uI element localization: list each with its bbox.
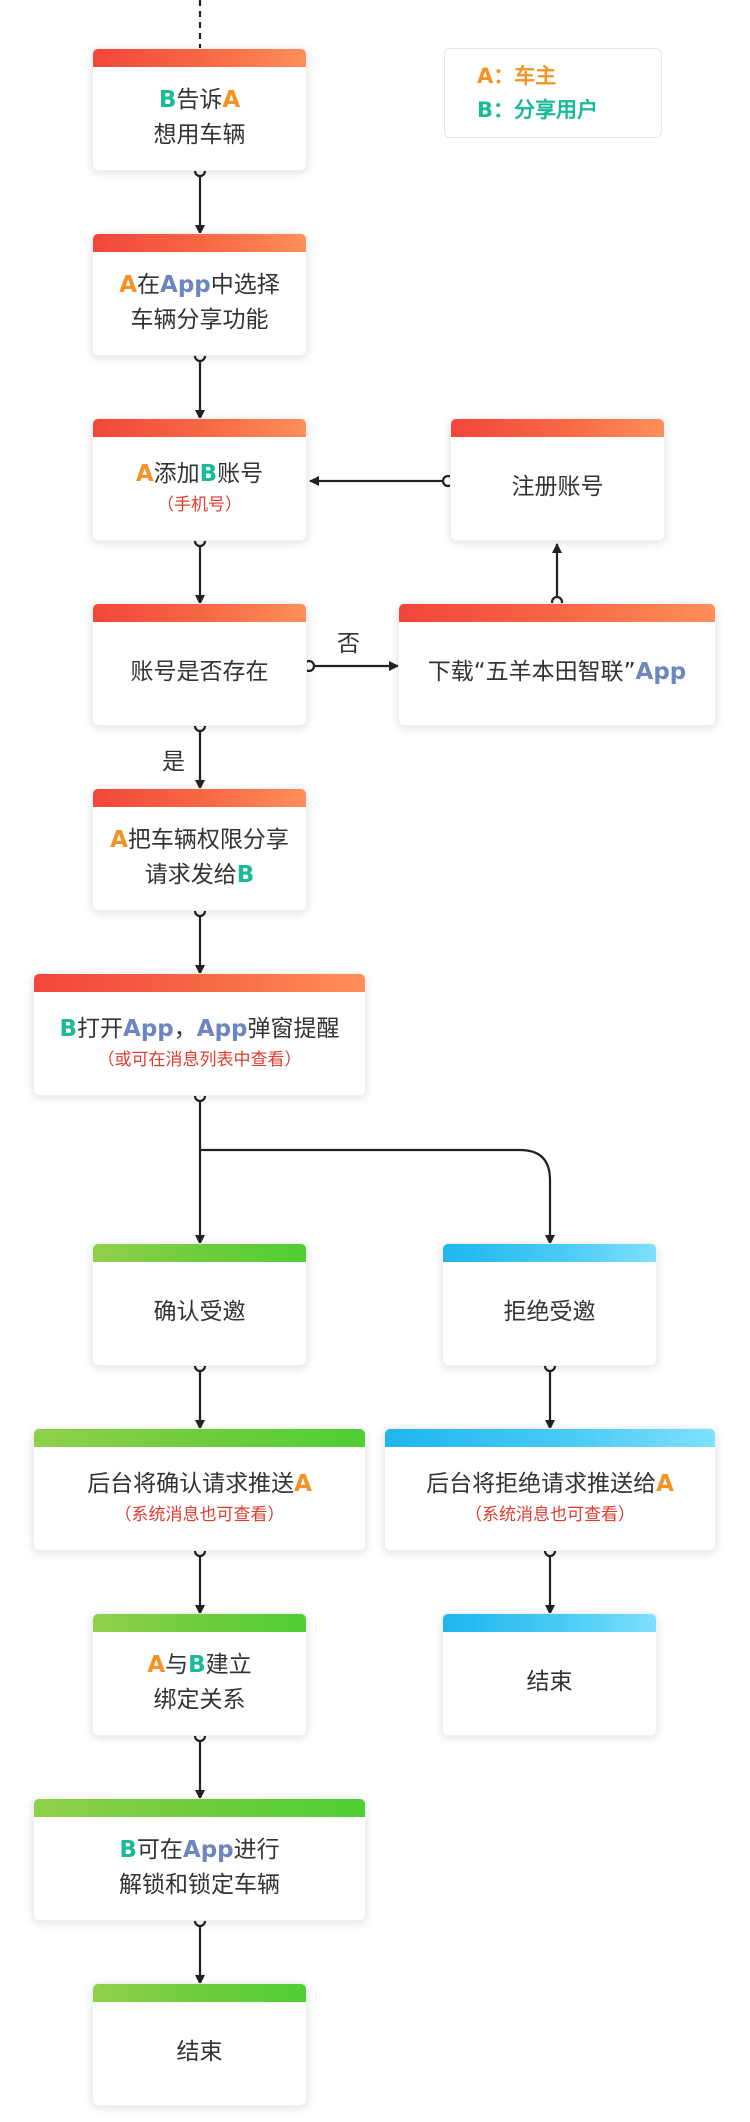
edge-label-no: 否 [337,631,360,657]
node-b-tell-a: B告诉A 想用车辆 [92,48,307,171]
label-a: A [147,1651,166,1678]
label-a: A [135,461,154,487]
node-b-can-lock-line2: 解锁和锁定车辆 [119,1871,280,1898]
legend-box: A：车主 B：分享用户 [444,48,662,138]
label-app: App [635,659,687,685]
edge-label-yes: 是 [162,749,185,775]
node-account-exists: 账号是否存在 [92,603,307,726]
node-register-text: 注册账号 [511,474,604,500]
node-register: 注册账号 [450,418,665,541]
text: 添加 [153,461,200,487]
text: ， [173,1016,197,1042]
node-a-add-b-note: （手机号） [157,495,242,515]
node-push-reject-line1: 后台将拒绝请求推送给A [426,1467,674,1502]
label-b: B [158,86,177,113]
node-b-can-lock-line1: B可在App进行 [119,1833,280,1868]
legend-a: A：车主 [477,64,557,88]
label-b: B [188,1651,206,1678]
node-b-open-app-note: （或可在消息列表中查看） [97,1050,302,1070]
arrow-open-to-reject [200,1148,555,1245]
text: 建立 [205,1651,252,1678]
text: 下载“五羊本田智联” [427,659,636,685]
node-a-send-request-line1: A把车辆权限分享 [110,823,289,858]
text: 后台将确认请求推送 [87,1471,295,1497]
text: 与 [165,1651,189,1678]
node-end: 结束 [92,1983,307,2106]
label-b: B [119,1836,137,1863]
node-push-reject-note: （系统消息也可查看） [465,1505,635,1525]
node-bind-line2: 绑定关系 [153,1686,246,1713]
node-a-add-b: A添加B账号 （手机号） [92,418,307,541]
node-end-text: 结束 [176,2039,223,2065]
node-bind-line1: A与B建立 [147,1648,251,1683]
label-a: A [656,1471,674,1497]
text: 弹窗提醒 [247,1016,340,1042]
label-app: App [123,1016,174,1042]
node-push-confirm-line1: 后台将确认请求推送A [87,1467,312,1502]
node-a-select-share-line2: 车辆分享功能 [130,306,269,333]
text: 账号 [217,461,264,487]
node-a-add-b-line1: A添加B账号 [136,457,263,492]
label-b: B [199,461,218,487]
node-a-select-share: A在App中选择 车辆分享功能 [92,233,307,356]
text: 后台将拒绝请求推送给 [426,1471,657,1497]
node-confirm: 确认受邀 [92,1243,307,1366]
node-end-reject: 结束 [442,1613,657,1736]
text: 请求发给 [144,861,237,888]
label-a: A [222,86,241,113]
node-confirm-text: 确认受邀 [153,1299,246,1325]
node-push-reject: 后台将拒绝请求推送给A （系统消息也可查看） [384,1428,716,1551]
node-push-confirm: 后台将确认请求推送A （系统消息也可查看） [33,1428,366,1551]
text: 中选择 [210,271,280,298]
label-b: B [59,1016,78,1042]
node-reject: 拒绝受邀 [442,1243,657,1366]
legend-b: B：分享用户 [477,98,599,122]
text: 进行 [233,1836,280,1863]
label-app: App [182,1836,234,1863]
label-a: A [110,826,128,853]
node-a-send-request-line2: 请求发给B [110,858,289,893]
text: 告诉 [176,86,223,113]
label-a: A [119,271,138,298]
node-account-exists-text: 账号是否存在 [130,659,269,685]
node-a-send-request: A把车辆权限分享 请求发给B [92,788,307,911]
label-app: App [196,1016,248,1042]
node-b-open-app-line1: B打开App，App弹窗提醒 [60,1012,340,1047]
node-end-reject-text: 结束 [526,1669,573,1695]
node-b-tell-a-line1: B告诉A [154,83,246,118]
node-download-line: 下载“五羊本田智联”App [428,655,687,690]
node-bind: A与B建立 绑定关系 [92,1613,307,1736]
node-push-confirm-note: （系统消息也可查看） [114,1505,285,1525]
node-b-tell-a-line2: 想用车辆 [153,121,246,148]
node-download: 下载“五羊本田智联”App [398,603,716,726]
node-b-open-app: B打开App，App弹窗提醒 （或可在消息列表中查看） [33,973,366,1096]
node-reject-text: 拒绝受邀 [503,1299,596,1325]
label-b: B [236,861,255,888]
text: 把车辆权限分享 [127,826,289,853]
node-b-can-lock: B可在App进行 解锁和锁定车辆 [33,1798,366,1921]
label-app: App [160,271,211,298]
node-a-select-share-line1: A在App中选择 [119,268,280,303]
text: 在 [137,271,161,298]
label-a: A [294,1471,312,1497]
text: 打开 [77,1016,124,1042]
text: 可在 [136,1836,183,1863]
